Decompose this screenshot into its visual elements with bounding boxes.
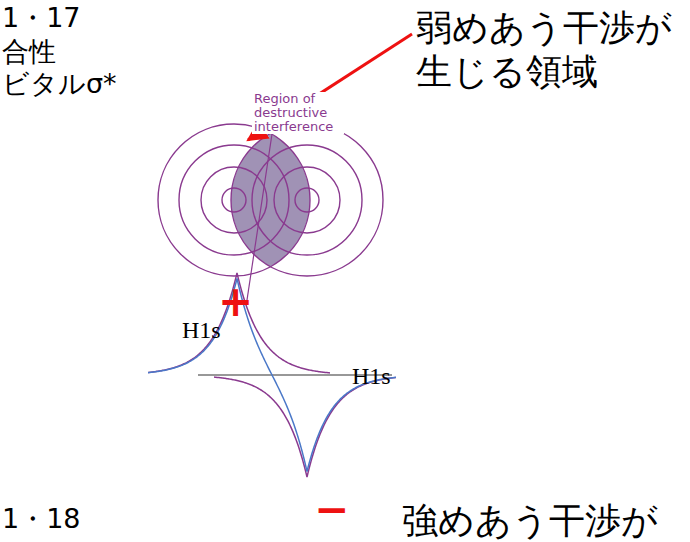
atomic-wavefunction [148, 273, 330, 373]
sign-symbol: + [218, 278, 253, 326]
callout-text: 強めあう干渉が [402, 500, 658, 541]
contour-circle [158, 124, 310, 276]
leader-line [247, 134, 272, 300]
atom-label: H1s [352, 362, 391, 390]
molecular-wavefunction [148, 279, 396, 472]
contour-circle [222, 188, 246, 212]
atom-label: H1s [182, 316, 221, 344]
pointer-arrow [248, 34, 412, 140]
contour-circle [295, 188, 319, 212]
figure-annotation: Region of destructive interference [252, 92, 344, 134]
contour-circle [274, 167, 340, 233]
caption-fragment: ビタルσ* [2, 68, 117, 99]
callout-text: 弱めあう干渉が 生じる領域 [416, 6, 678, 94]
figure-number: 1・18 [2, 503, 81, 534]
figure-number: 1・17 [2, 2, 81, 33]
contour-circle [179, 145, 289, 255]
caption-fragment: 合性 [2, 36, 56, 67]
contour-circle [252, 145, 362, 255]
sign-symbol: − [314, 486, 349, 534]
overlap-region [231, 133, 310, 266]
